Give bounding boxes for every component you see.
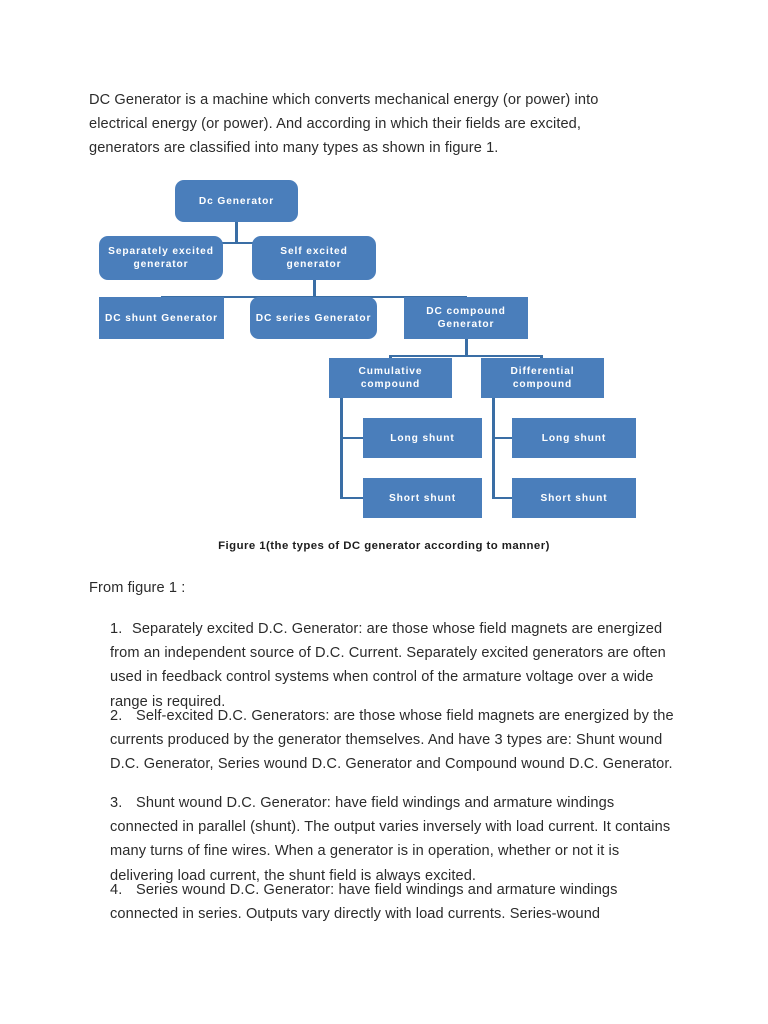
connector-root-stem	[235, 222, 238, 244]
list-item-text: Shunt wound D.C. Generator: have field w…	[110, 795, 671, 884]
node-differential-short-shunt: Short shunt	[512, 478, 636, 518]
intro-paragraph: DC Generator is a machine which converts…	[89, 92, 599, 157]
connector-compound-bracket	[389, 355, 542, 357]
node-differential-compound-label: Differential compound	[510, 366, 575, 390]
connector-cumulative-long-stub	[340, 437, 365, 439]
list-item: 1.Separately excited D.C. Generator: are…	[110, 617, 676, 714]
connector-cumulative-shunt-stem	[340, 398, 343, 499]
connector-differential-shunt-stem	[492, 398, 495, 499]
node-cumulative-long-shunt-label: Long shunt	[390, 432, 455, 444]
node-cumulative-short-shunt-label: Short shunt	[388, 492, 457, 504]
node-cumulative-compound-label: Cumulative compound	[358, 366, 423, 390]
list-item: 3.Shunt wound D.C. Generator: have field…	[110, 791, 676, 888]
node-separately-excited-generator: Separately excited generator	[99, 236, 223, 280]
node-differential-long-shunt: Long shunt	[512, 418, 636, 458]
list-item: 2.Self-excited D.C. Generators: are thos…	[110, 704, 676, 777]
dc-generator-classification-diagram: Dc Generator Separately excited generato…	[0, 168, 768, 568]
connector-cumulative-short-stub	[340, 497, 365, 499]
node-differential-short-shunt-label: Short shunt	[540, 492, 608, 504]
node-dc-generator: Dc Generator	[175, 180, 298, 222]
list-item-text: Series wound D.C. Generator: have field …	[110, 882, 618, 923]
list-item-number: 1.	[110, 621, 123, 637]
node-cumulative-long-shunt: Long shunt	[363, 418, 482, 458]
connector-differential-short-stub	[492, 497, 514, 499]
connector-root-bracket	[161, 242, 314, 244]
node-dc-series-generator: DC series Generator	[250, 297, 377, 339]
node-dc-shunt-generator: DC shunt Generator	[99, 297, 224, 339]
node-dc-shunt-generator-label: DC shunt Generator	[105, 312, 218, 324]
from-figure-label: From figure 1 :	[89, 580, 186, 596]
list-item-number: 2.	[110, 708, 123, 724]
node-self-excited-generator: Self excited generator	[252, 236, 376, 280]
figure-caption: Figure 1(the types of DC generator accor…	[218, 540, 550, 552]
node-differential-compound: Differential compound	[481, 358, 604, 398]
node-separately-excited-generator-label: Separately excited generator	[108, 246, 214, 270]
node-differential-long-shunt-label: Long shunt	[541, 432, 607, 444]
node-self-excited-generator-label: Self excited generator	[280, 246, 348, 270]
connector-compound-stem	[465, 339, 468, 357]
node-dc-compound-generator-label: DC compound Generator	[426, 306, 506, 330]
list-item-text: Self-excited D.C. Generators: are those …	[110, 708, 674, 773]
connector-differential-long-stub	[492, 437, 514, 439]
node-dc-compound-generator: DC compound Generator	[404, 297, 528, 339]
connector-self-stem	[313, 280, 316, 298]
node-cumulative-compound: Cumulative compound	[329, 358, 452, 398]
list-item: 4.Series wound D.C. Generator: have fiel…	[110, 878, 676, 926]
list-item-number: 4.	[110, 882, 123, 898]
node-cumulative-short-shunt: Short shunt	[363, 478, 482, 518]
list-item-number: 3.	[110, 795, 123, 811]
node-dc-generator-label: Dc Generator	[198, 195, 275, 207]
node-dc-series-generator-label: DC series Generator	[255, 312, 372, 324]
list-item-text: Separately excited D.C. Generator: are t…	[110, 621, 666, 710]
